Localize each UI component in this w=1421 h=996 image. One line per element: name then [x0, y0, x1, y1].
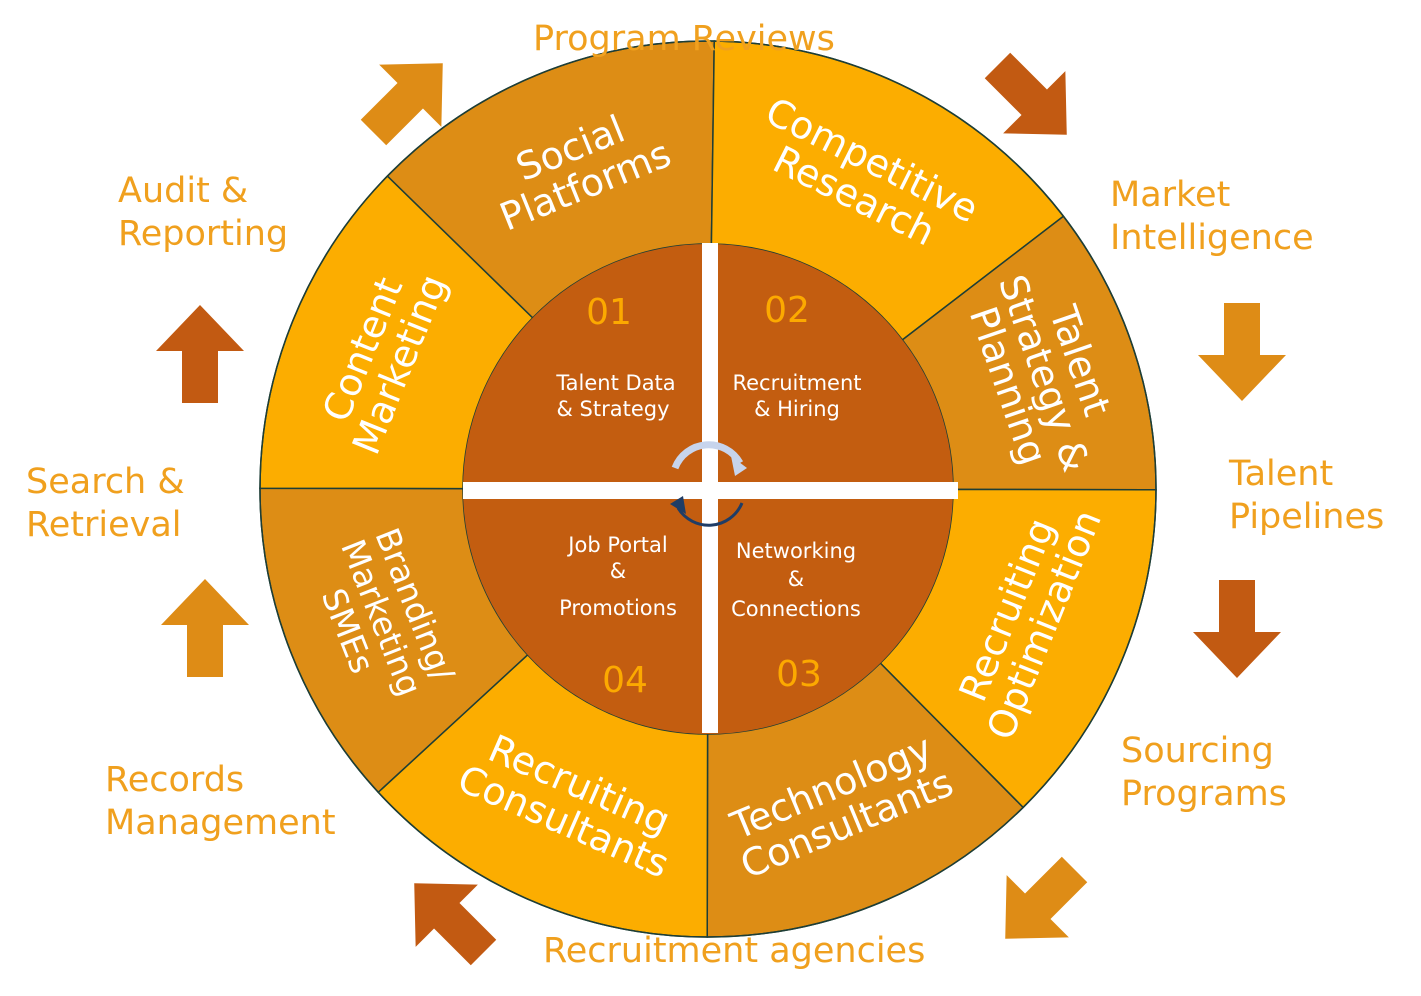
outer-label-search-retrieval: Search & Retrieval [26, 462, 185, 545]
center-cross [463, 243, 958, 733]
quadrant-number: 02 [764, 290, 810, 331]
cycle-arrowhead-bottom [670, 496, 686, 514]
outer-label-audit-reporting: Audit & Reporting [118, 171, 289, 254]
outer-label-sourcing-programs: Sourcing Programs [1121, 731, 1287, 814]
outer-label-talent-pipelines: Talent Pipelines [1229, 454, 1385, 537]
quadrant-label-line: Connections [731, 597, 861, 621]
outer-label-records-management: Records Management [105, 760, 336, 843]
arrows-layer [156, 52, 1286, 966]
quadrant-q4: 04 Job Portal& Promotions [559, 533, 677, 701]
outer-label-recruitment-agencies: Recruitment agencies [543, 931, 926, 971]
arrow-2-icon [984, 52, 1067, 135]
cross-horizontal-bar [463, 482, 958, 499]
arrow-1-icon [360, 63, 443, 146]
quadrant-number: 04 [602, 660, 648, 701]
arrow-5-icon [1005, 856, 1088, 939]
quadrant-label-line: Job Portal [566, 533, 667, 557]
cycle-arrow-top [671, 441, 744, 470]
quadrant-label-line: & [788, 567, 804, 591]
outer-label-program-reviews: Program Reviews [533, 19, 835, 59]
quadrant-label-line: Talent Data [555, 371, 675, 395]
quadrant-label-line: & [610, 559, 626, 583]
quadrant-label-line: Networking [736, 539, 856, 563]
outer-label-market-intelligence: Market Intelligence [1110, 175, 1314, 258]
arrow-3-icon [1198, 303, 1286, 401]
arrow-6-icon [414, 883, 497, 966]
ring-outline [259, 40, 1157, 938]
quadrant-label-line: & Hiring [754, 397, 840, 421]
arrow-7-icon [161, 579, 249, 677]
quadrant-label-line: Promotions [559, 596, 677, 620]
quadrant-label-line: Recruitment [732, 371, 861, 395]
quadrant-q3: 03 Networking & Connections [731, 539, 861, 695]
cycle-arrow-bottom [676, 502, 744, 527]
quadrant-number: 03 [776, 654, 822, 695]
quadrant-label-line: & Strategy [556, 397, 669, 421]
quadrant-number: 01 [586, 292, 632, 333]
outer-ring [259, 40, 1157, 938]
cycle-arrowhead-top [731, 456, 747, 476]
arrow-8-icon [156, 305, 244, 403]
arrow-4-icon [1193, 580, 1281, 678]
